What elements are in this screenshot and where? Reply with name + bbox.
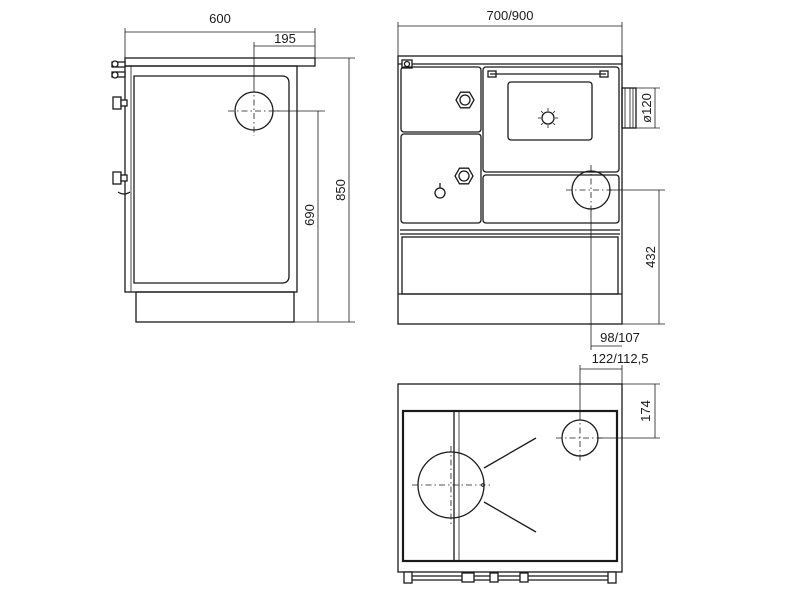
- draught-control-icon: [434, 183, 446, 199]
- top-body: [397, 383, 623, 573]
- front-view: [397, 55, 637, 325]
- dim-total-height: 850: [333, 179, 348, 201]
- side-rail: [111, 60, 126, 79]
- dim-front-flue-height: 432: [643, 246, 658, 268]
- top-front-rail: [403, 571, 617, 584]
- front-body: [397, 55, 623, 325]
- rear-flue-pipe: [621, 87, 637, 129]
- front-oven-door: [482, 66, 620, 173]
- side-dimensions: 600 195 850 690: [124, 11, 355, 323]
- hex-knob-upper-icon: [455, 91, 475, 109]
- dim-front-flue-offset: 98/107: [600, 330, 640, 345]
- dim-top-flue-depth: 174: [638, 400, 653, 422]
- side-view: [111, 57, 316, 323]
- front-rail: [401, 59, 609, 78]
- front-lower-right-door: [482, 174, 620, 224]
- front-lower-left-door: [400, 133, 482, 224]
- top-view: [397, 383, 623, 584]
- thermometer-icon: [538, 108, 558, 128]
- front-oven-window: [507, 81, 593, 141]
- dim-flue-height: 690: [302, 204, 317, 226]
- side-plinth: [135, 291, 295, 323]
- front-flue-circle: [571, 170, 611, 210]
- side-inner-panel: [133, 75, 290, 284]
- dim-side-width: 600: [209, 11, 231, 26]
- dim-top-flue-offset: 122/112,5: [592, 351, 649, 366]
- side-body: [124, 65, 298, 293]
- dim-flue-diameter: ø120: [639, 93, 654, 123]
- side-top-plate: [124, 57, 316, 67]
- front-dimensions: 700/900 ø120 432 98/107: [397, 8, 665, 350]
- side-knob-icon: [112, 171, 131, 195]
- dim-front-width: 700/900: [487, 8, 534, 23]
- top-hotplate: [401, 409, 619, 563]
- dim-side-offset: 195: [274, 31, 296, 46]
- hex-knob-lower-icon: [454, 167, 474, 185]
- front-drawer: [401, 236, 619, 295]
- side-handle-icon: [112, 96, 128, 110]
- side-flue-circle: [234, 91, 274, 131]
- front-upper-left-door: [400, 66, 482, 133]
- top-dimensions: 122/112,5 174: [579, 351, 660, 439]
